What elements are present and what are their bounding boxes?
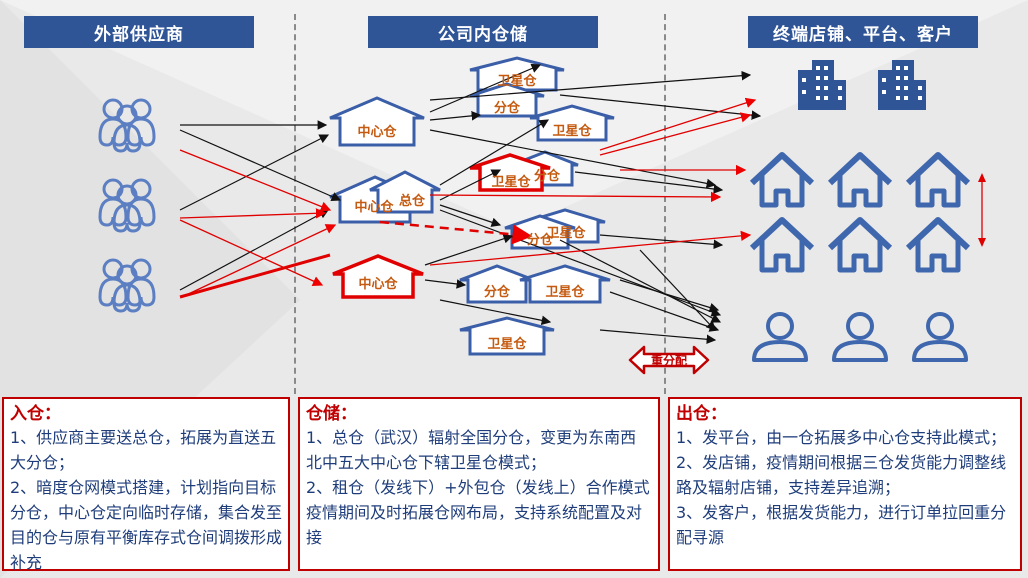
header-suppliers: 外部供应商 (24, 16, 254, 48)
header-terminals: 终端店铺、平台、客户 (748, 16, 978, 48)
label-branch-4: 分仓 (483, 285, 510, 300)
customer-icons (752, 312, 968, 362)
double-arrow-vertical (978, 173, 986, 247)
inbound-title: 入仓： (10, 404, 61, 424)
black-arrows (179, 63, 762, 345)
inbound-line-1: 1、供应商主要送总仓，拓展为直送五大分仓； (10, 428, 277, 472)
inbound-line-2: 2、暗度仓网模式搭建，计划指向目标分仓，中心仓定向临时存储，集合发至目的仓与原有… (10, 478, 283, 572)
label-satellite-5: 卫星仓 (545, 285, 585, 300)
storage-box: 仓储： 1、总仓（武汉）辐射全国分仓，变更为东南西北中五大中心仓下辖卫星仓模式；… (298, 397, 660, 571)
supplier-group-3 (98, 258, 156, 313)
red-arrows (179, 97, 757, 298)
label-satellite-1: 卫星仓 (497, 74, 537, 89)
red-dashed-arrow (379, 220, 533, 245)
storage-line-2: 2、租仓（发线下）+外包仓（发线上）合作模式疫情期间及时拓展仓网布局，支持系统配… (306, 478, 650, 547)
supplier-group-1 (98, 98, 156, 153)
flow-diagram (98, 56, 986, 362)
platform-icons (798, 60, 926, 110)
outbound-line-1: 1、发平台，由一仓拓展多中心仓支持此模式； (676, 428, 1007, 447)
warehouse-satellite-6 (459, 316, 555, 356)
redistribute-arrow: 重分配 (628, 344, 710, 376)
label-branch-3: 分仓 (526, 233, 553, 248)
red-thick-arrow (179, 253, 331, 299)
label-branch-1: 分仓 (493, 101, 520, 116)
label-satellite-6: 卫星仓 (487, 337, 527, 352)
inbound-box: 入仓： 1、供应商主要送总仓，拓展为直送五大分仓； 2、暗度仓网模式搭建，计划指… (2, 397, 290, 572)
warehouse-center-1 (329, 96, 425, 147)
warehouse-satellite-5 (519, 264, 611, 304)
warehouse-total (369, 170, 441, 214)
warehouse-satellite-3 (469, 153, 551, 192)
outbound-box: 出仓： 1、发平台，由一仓拓展多中心仓支持此模式； 2、发店铺，疫情期间根据三仓… (668, 397, 1022, 571)
storage-line-1: 1、总仓（武汉）辐射全国分仓，变更为东南西北中五大中心仓下辖卫星仓模式； (306, 428, 637, 472)
outbound-line-3: 3、发客户，根据发货能力，进行订单拉回重分配寻源 (676, 503, 1007, 547)
divider-right (664, 14, 666, 394)
warehouse-branch-4 (459, 264, 535, 304)
label-center-3: 中心仓 (358, 277, 398, 292)
double-arrow-icon (628, 345, 710, 375)
warehouse-satellite-2 (529, 104, 615, 142)
outbound-line-2: 2、发店铺，疫情期间根据三仓发货能力调整线路及辐射店铺，支持差异追溯； (676, 453, 1007, 497)
redistribute-label: 重分配 (650, 354, 687, 368)
outbound-title: 出仓： (676, 404, 727, 424)
warehouse-center-3 (332, 254, 424, 299)
label-branch-2: 分仓 (533, 169, 560, 184)
label-center-1: 中心仓 (357, 125, 397, 140)
label-satellite-4: 卫星仓 (546, 226, 586, 241)
divider-left (294, 14, 296, 394)
store-icons (752, 155, 968, 270)
label-total: 总仓 (398, 194, 425, 209)
label-satellite-3: 卫星仓 (491, 175, 531, 190)
header-warehousing: 公司内仓储 (368, 16, 598, 48)
storage-title: 仓储： (306, 404, 357, 424)
supplier-group-2 (98, 178, 156, 233)
label-center-2: 中心仓 (354, 200, 394, 215)
label-satellite-2: 卫星仓 (552, 124, 592, 139)
